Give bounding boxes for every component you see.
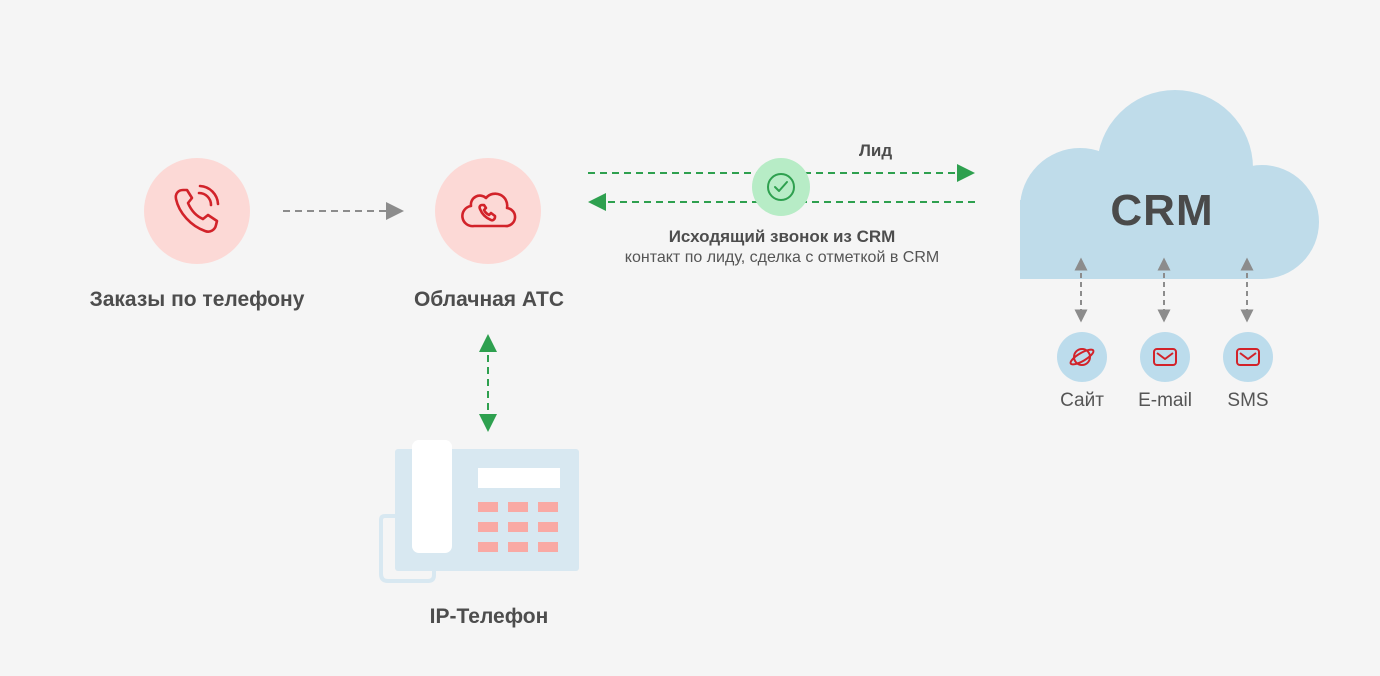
cloud-pbx-label: Облачная АТС <box>413 288 565 311</box>
cloud-phone-icon <box>461 192 517 228</box>
envelope-icon <box>1236 348 1260 366</box>
outgoing-call-subtitle: контакт по лиду, сделка с отметкой в CRM <box>624 249 940 266</box>
check-circle-icon <box>752 158 810 216</box>
crm-title: CRM <box>1110 186 1214 235</box>
phone-orders-node <box>144 158 250 264</box>
desk-phone-icon <box>379 440 579 583</box>
channel-site <box>1057 332 1107 382</box>
phone-orders-label: Заказы по телефону <box>89 288 305 311</box>
lead-label: Лид <box>859 141 893 160</box>
channel-sms <box>1223 332 1273 382</box>
cloud-icon <box>1020 90 1319 279</box>
outgoing-call-title: Исходящий звонок из CRM <box>668 227 896 246</box>
channel-site-label: Сайт <box>1060 390 1104 411</box>
envelope-icon <box>1153 348 1177 366</box>
cloud-pbx-node <box>435 158 541 264</box>
planet-icon <box>1069 348 1095 366</box>
ip-phone-label: IP-Телефон <box>429 605 549 628</box>
channel-email <box>1140 332 1190 382</box>
phone-ringing-icon <box>174 184 220 233</box>
channel-email-label: E-mail <box>1138 390 1192 411</box>
channel-sms-label: SMS <box>1227 390 1269 411</box>
